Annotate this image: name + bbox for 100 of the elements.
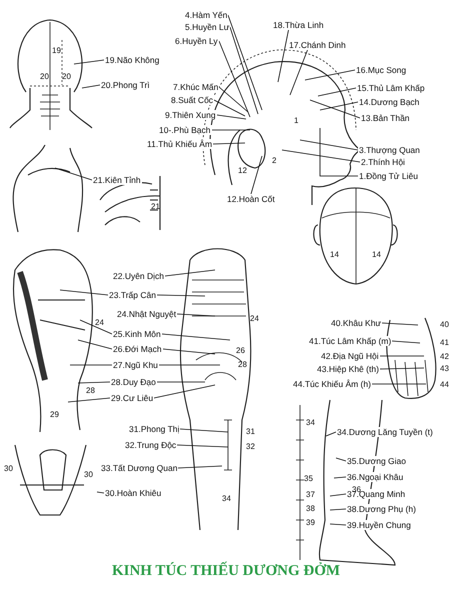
point-label: 30.Hoàn Khiêu (104, 488, 162, 498)
leader-line (74, 60, 104, 64)
leader-line (176, 444, 228, 448)
point-label: 26.Đới Mạch (112, 344, 163, 354)
point-number: 35 (304, 474, 313, 483)
diagram-caption: KINH TÚC THIẾU DƯƠNG ĐỞM (112, 563, 340, 579)
point-number: 41 (440, 338, 449, 347)
leader-line (250, 156, 262, 194)
leader-line (278, 30, 289, 82)
point-label: 22.Uyên Dịch (112, 271, 166, 281)
point-label: 24.Nhật Nguyệt (116, 309, 178, 319)
point-label: 25.Kinh Môn (112, 329, 162, 339)
point-label: 40.Khâu Khư (330, 318, 382, 328)
point-label: 35.Dương Giao (346, 456, 407, 466)
point-label: 3.Thượng Quan (358, 145, 421, 155)
point-number: 24 (250, 314, 259, 323)
point-number: 43 (440, 364, 449, 373)
leader-line (154, 384, 216, 398)
point-number: 29 (50, 410, 59, 419)
point-label: 42.Địa Ngũ Hội (320, 351, 380, 361)
point-label: 14.Dương Bạch (358, 97, 420, 107)
point-label: 19.Não Không (104, 55, 160, 65)
leader-line (212, 142, 246, 144)
point-label: 2.Thính Hội (360, 157, 406, 167)
leader-line (78, 340, 112, 350)
leader-line (228, 14, 262, 110)
point-label: 41.Túc Lâm Khấp (m) (308, 336, 392, 346)
leader-line (320, 102, 358, 110)
point-label: 29.Cư Liêu (110, 393, 154, 403)
point-label: 17.Chánh Dinh (288, 40, 347, 50)
leader-line (336, 458, 346, 462)
point-number: 21 (151, 202, 160, 211)
leader-line (380, 368, 424, 370)
point-number: 30 (4, 464, 13, 473)
point-number: 42 (440, 352, 449, 361)
point-number: 20 (40, 72, 49, 81)
point-label: 36.Ngoại Khâu (346, 472, 404, 482)
leader-line (334, 476, 346, 478)
point-number: 44 (440, 380, 449, 389)
leader-line (158, 364, 220, 366)
leader-line (330, 524, 346, 526)
point-number: 14 (330, 250, 339, 259)
point-label: 12.Hoàn Cốt (226, 194, 276, 204)
point-number: 28 (86, 386, 95, 395)
leader-line (310, 100, 360, 118)
point-label: 6.Huyền Ly (174, 36, 219, 46)
leader-line (216, 114, 246, 120)
leader-line (70, 364, 112, 366)
point-label: 32.Trung Độc (124, 440, 178, 450)
leader-line (78, 382, 110, 384)
leader-line (282, 150, 360, 162)
point-label: 11.Thủ Khiếu Âm (146, 139, 214, 149)
leader-line (218, 86, 248, 112)
leader-line (162, 348, 216, 354)
point-label: 1.Đồng Tử Liêu (358, 171, 419, 181)
leader-line (162, 334, 230, 340)
point-label: 8.Suất Cốc (170, 95, 214, 105)
point-number: 19 (52, 46, 61, 55)
point-label: 4.Hàm Yến (184, 10, 228, 20)
point-number: 34 (222, 494, 231, 503)
point-number: 34 (306, 418, 315, 427)
leader-line (382, 322, 418, 326)
point-label: 5.Huyền Lư (184, 22, 230, 32)
point-label: 43.Hiệp Khê (th) (316, 364, 380, 374)
leader-line (176, 314, 216, 316)
point-number: 30 (84, 470, 93, 479)
leader-line (180, 428, 228, 432)
point-label: 15.Thủ Lâm Khấp (356, 83, 426, 93)
point-label: 44.Túc Khiếu Âm (h) (292, 379, 372, 389)
point-number: 14 (372, 250, 381, 259)
leader-line (156, 294, 206, 296)
leader-line (68, 398, 110, 402)
leader-line (290, 50, 308, 96)
point-label: 38.Dương Phụ (h) (346, 504, 417, 514)
point-number: 31 (246, 427, 255, 436)
point-label: 39.Huyền Chung (346, 520, 412, 530)
point-label: 28.Duy Đạo (110, 377, 157, 387)
leader-line (80, 320, 112, 334)
point-label: 13.Bản Thần (360, 113, 411, 123)
point-label: 7.Khúc Mấn (172, 82, 220, 92)
leader-line (178, 466, 222, 468)
point-label: 21.Kiên Tỉnh (92, 175, 142, 185)
point-number: 37 (306, 490, 315, 499)
leader-line (82, 84, 100, 88)
point-number: 20 (62, 72, 71, 81)
leader-line (96, 492, 104, 494)
leader-line (326, 432, 336, 436)
leader-line (60, 290, 108, 296)
point-label: 20.Phong Trì (100, 80, 151, 90)
leader-line (54, 168, 92, 180)
point-number: 39 (306, 518, 315, 527)
point-number: 2 (272, 156, 276, 165)
point-label: 9.Thiên Xung (164, 110, 217, 120)
point-label: 23.Trấp Cân (108, 290, 157, 300)
leader-line (230, 26, 258, 114)
point-number: 40 (440, 320, 449, 329)
leader-line (392, 340, 420, 344)
point-number: 1 (294, 116, 298, 125)
leader-line (218, 40, 250, 118)
leader-line (320, 128, 358, 176)
